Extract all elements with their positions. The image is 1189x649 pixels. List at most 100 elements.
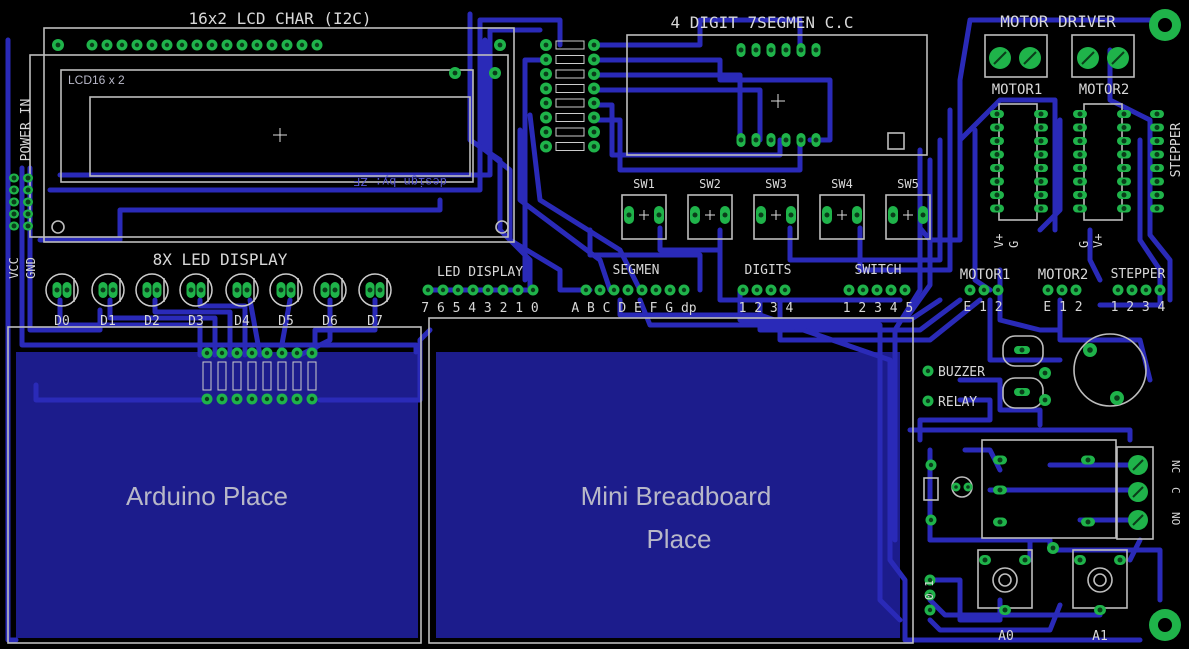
switch-pad (786, 206, 796, 224)
segment-resistor-pad (588, 111, 600, 124)
motor2-header-pin (1070, 284, 1082, 296)
ic-pin (1073, 123, 1087, 132)
buzzer-label: BUZZER (938, 365, 985, 380)
ic-pin (1034, 164, 1048, 172)
switch-label: SW1 (633, 177, 655, 191)
digits-header-pin (779, 284, 791, 296)
lcd-pin (146, 39, 158, 51)
buzzer-pad (1110, 391, 1124, 405)
seven-segment-pin (736, 133, 746, 147)
motor1-gnd-label: G (1007, 241, 1021, 248)
lcd-mount-pad (494, 39, 506, 51)
pot-pad (1074, 555, 1086, 565)
ic-pin (1117, 137, 1131, 145)
segment-resistor-pad (588, 82, 600, 95)
lcd-pin (296, 39, 308, 51)
ic-pin (990, 177, 1004, 186)
stepper-pin (1150, 150, 1164, 159)
transistor-buzzer-outline (1002, 335, 1044, 367)
mounting-holes (1149, 9, 1181, 641)
pad (1039, 367, 1051, 379)
led-pad (242, 282, 252, 298)
ic-pin (1117, 164, 1131, 172)
lcd-mount-pad (52, 39, 64, 51)
lcd-pin (251, 39, 263, 51)
stepper-pin (1150, 110, 1164, 118)
ic-pin (1073, 137, 1087, 145)
design-credit: design by: ZF (353, 174, 447, 188)
lcd-pad (489, 67, 501, 79)
segment-resistor-pad (540, 39, 552, 51)
led-resistor-pad (231, 393, 243, 405)
seven-segment-pin (781, 43, 791, 57)
switch-pad (918, 206, 928, 224)
ic-pin (1117, 123, 1131, 132)
led-label: D3 (188, 314, 204, 329)
transistor-pad (1014, 346, 1030, 354)
power-pin (23, 197, 33, 207)
segment-resistor-pad (588, 53, 600, 66)
led-resistor-pad (231, 347, 243, 359)
switch-label: SW3 (765, 177, 787, 191)
segment-header-pin (608, 284, 620, 296)
segment-resistor-pad (588, 68, 600, 80)
lcd-screen-outline (60, 69, 474, 183)
led-pad (951, 482, 961, 492)
segment-resistor-pad (540, 82, 552, 95)
segment-resistor-pad (588, 126, 600, 138)
switch-pad (654, 206, 664, 224)
led-pad (142, 282, 152, 298)
motor-driver-title: MOTOR DRIVER (1000, 12, 1116, 31)
relay-no-label: NO (1169, 512, 1182, 525)
pot-pad (1019, 555, 1031, 565)
power-pin (9, 209, 19, 219)
ic-pin (990, 110, 1004, 118)
ic-pin (1117, 177, 1131, 186)
pot-pad (1114, 555, 1126, 565)
motor2-header-label: MOTOR2 (1038, 267, 1089, 283)
lcd-pin (206, 39, 218, 51)
led-label: D5 (278, 314, 294, 329)
segment-header-pin (594, 284, 606, 296)
breadboard-area-outline (428, 317, 914, 644)
stepper-pin (1150, 177, 1164, 186)
stepper-header-pins: 1 2 3 4 (1111, 300, 1166, 315)
switch-label: SW5 (897, 177, 919, 191)
segment-resistor-pad (540, 140, 552, 153)
motor1-header-pin (964, 284, 976, 296)
power-pin (9, 185, 19, 195)
led-header-pin (467, 284, 479, 296)
pot-pad (979, 555, 991, 565)
led-pad (152, 282, 162, 298)
lcd-pin (311, 39, 323, 51)
power-pin (9, 221, 19, 231)
stepper-pin (1150, 123, 1164, 132)
seven-segment-outline (626, 34, 928, 156)
led-label: D6 (322, 314, 338, 329)
ic-pin (1034, 191, 1048, 199)
vcc-label: VCC (7, 257, 21, 279)
ic-pin (1034, 110, 1048, 118)
led-header-pin (437, 284, 449, 296)
led-header-label: LED DISPLAY (437, 265, 523, 280)
relay-pin (1081, 455, 1095, 465)
seven-segment-pin (811, 43, 821, 57)
motor2-header-pin (1042, 284, 1054, 296)
relay-pin (993, 517, 1007, 527)
motor1-vplus-label: V+ (992, 234, 1006, 248)
led-resistor-pad (216, 347, 228, 359)
ic-pin (1073, 177, 1087, 186)
lcd-pad (449, 67, 461, 79)
lcd-pin (281, 39, 293, 51)
ic-pin (1117, 191, 1131, 199)
segment-header-pin (664, 284, 676, 296)
led-resistor-pad (276, 347, 288, 359)
ic-pin (1034, 150, 1048, 159)
relay-pad (922, 395, 934, 407)
pad (1047, 542, 1059, 554)
lcd-mount-hole (495, 220, 509, 234)
switch-pad (624, 206, 634, 224)
relay-nc-label: NC (1169, 460, 1182, 473)
led-resistor-pad (261, 393, 273, 405)
